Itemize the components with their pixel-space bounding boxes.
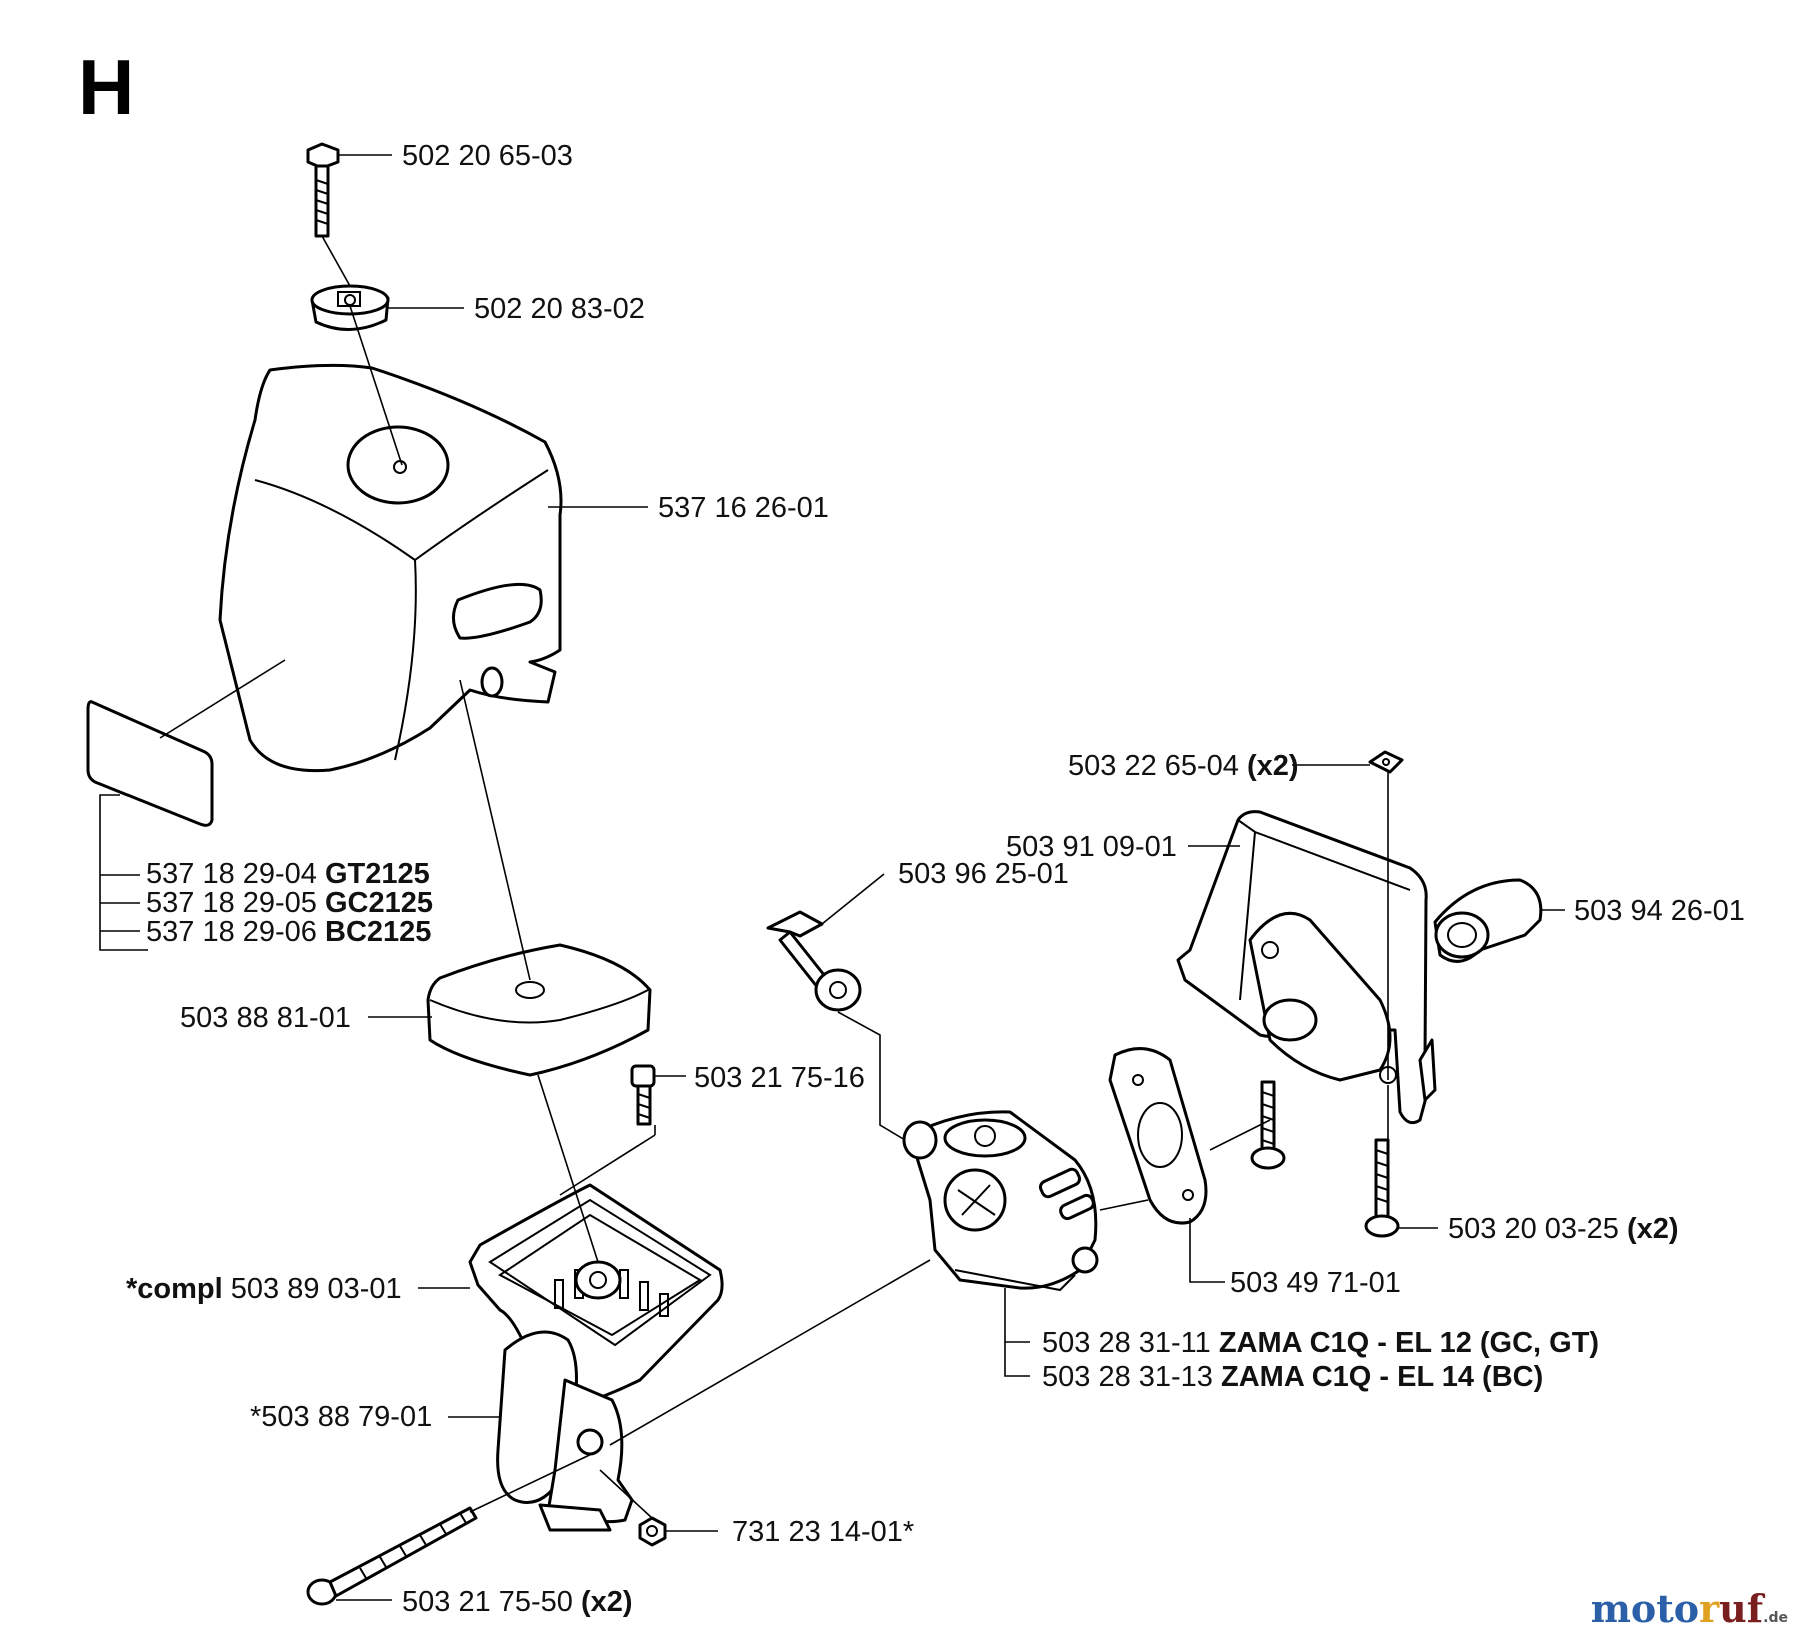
- part-label-p4c: 537 18 29-06 BC2125: [146, 916, 432, 948]
- throttle-link: [766, 910, 862, 1012]
- watermark-logo: motoruf.de: [1590, 1586, 1788, 1631]
- part-label-p17b: 503 28 31-13 ZAMA C1Q - EL 14 (BC): [1042, 1361, 1544, 1393]
- bolt-long: [306, 1506, 478, 1606]
- part-label-p14: 503 94 26-01: [1574, 895, 1745, 927]
- bolt-top: [306, 142, 340, 238]
- leader-lines: [99, 154, 1565, 1601]
- part-label-p11: 503 96 25-01: [898, 858, 1069, 890]
- carburetor: [902, 1110, 1099, 1292]
- part-label-p8: *503 88 79-01: [250, 1401, 433, 1433]
- part-label-p6: 503 21 75-16: [694, 1062, 865, 1094]
- part-label-p15: 503 20 03-25 (x2): [1448, 1213, 1679, 1245]
- part-label-p17a: 503 28 31-11 ZAMA C1Q - EL 12 (GC, GT): [1042, 1327, 1600, 1359]
- cylinder-cover: [218, 363, 563, 773]
- adapter-bolts: [1250, 1080, 1400, 1238]
- part-label-p3: 537 16 26-01: [658, 492, 829, 524]
- nut: [638, 1516, 667, 1547]
- gasket: [1108, 1047, 1208, 1225]
- part-label-p9: 731 23 14-01*: [732, 1516, 915, 1548]
- air-filter: [426, 943, 652, 1077]
- part-label-p4a: 537 18 29-04 GT2125: [146, 858, 430, 890]
- choke-lever: [496, 1330, 634, 1532]
- part-label-p12: 503 22 65-04 (x2): [1068, 750, 1299, 782]
- part-label-p2: 502 20 83-02: [474, 293, 645, 325]
- intake-adapter: [1176, 810, 1437, 1125]
- screw-small: [630, 1064, 656, 1126]
- part-label-p7: *compl 503 89 03-01: [126, 1273, 402, 1305]
- square-nut: [1368, 750, 1404, 774]
- decal-label: [86, 700, 214, 827]
- intake-boot: [1433, 878, 1543, 963]
- part-label-p10: 503 21 75-50 (x2): [402, 1586, 633, 1618]
- part-label-p1: 502 20 65-03: [402, 140, 573, 172]
- section-letter: H: [78, 43, 135, 131]
- part-label-p4b: 537 18 29-05 GC2125: [146, 887, 434, 919]
- part-label-p5: 503 88 81-01: [180, 1002, 351, 1034]
- part-label-p13: 503 91 09-01: [1006, 831, 1177, 863]
- part-label-p16: 503 49 71-01: [1230, 1267, 1401, 1299]
